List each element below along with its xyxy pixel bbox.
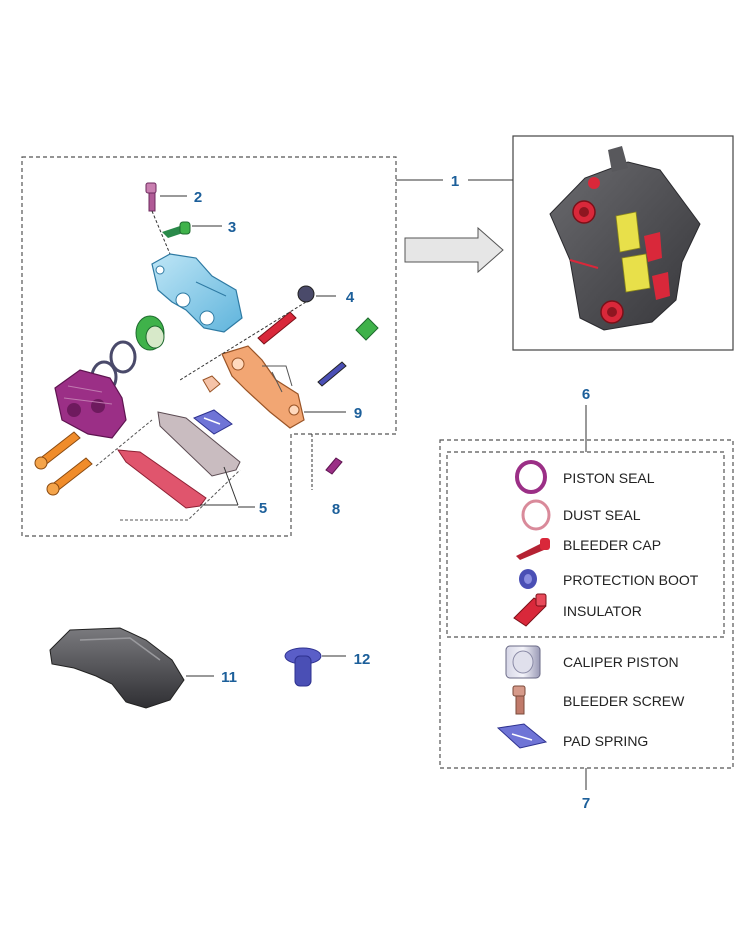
callout-11: 11 xyxy=(186,669,237,686)
bleeder-cap-icon xyxy=(516,538,550,560)
caliper-body-part xyxy=(151,253,243,333)
legend-piston-seal: PISTON SEAL xyxy=(515,460,655,494)
callout-12: 12 xyxy=(322,651,370,668)
callout-number-9: 9 xyxy=(354,405,362,422)
legend-bleeder-cap: BLEEDER CAP xyxy=(516,537,661,560)
callout-2: 2 xyxy=(160,189,202,206)
legend-label-protection-boot: PROTECTION BOOT xyxy=(563,572,699,588)
legend-insulator: INSULATOR xyxy=(513,593,642,627)
callout-number-12: 12 xyxy=(354,651,371,668)
caliper-pin-part xyxy=(311,434,343,490)
kit-legend-outer xyxy=(439,439,734,769)
legend-dust-seal: DUST SEAL xyxy=(521,499,641,531)
callout-1: 1 xyxy=(396,173,513,190)
callout-4: 4 xyxy=(316,289,355,306)
callout-6: 6 xyxy=(582,386,590,452)
guard-part xyxy=(49,627,185,709)
callout-number-11: 11 xyxy=(221,669,237,686)
dust-seal-icon xyxy=(521,499,551,531)
callout-number-7: 7 xyxy=(582,795,590,812)
legend-label-insulator: INSULATOR xyxy=(563,603,642,619)
legend-pad-spring: PAD SPRING xyxy=(496,723,648,749)
caliper-piston-icon xyxy=(505,645,541,679)
pad-spring-part xyxy=(193,409,233,435)
kit-outline xyxy=(21,156,397,537)
legend-label-bleeder-cap: BLEEDER CAP xyxy=(563,537,661,553)
legend-label-caliper-piston: CALIPER PISTON xyxy=(563,654,679,670)
legend-label-pad-spring: PAD SPRING xyxy=(563,733,648,749)
callout-7: 7 xyxy=(582,768,590,812)
callout-number-3: 3 xyxy=(228,219,236,236)
brake-pads-part xyxy=(95,411,241,521)
assembly-arrow xyxy=(404,226,504,274)
callout-number-4: 4 xyxy=(346,289,355,306)
legend-label-piston-seal: PISTON SEAL xyxy=(563,470,655,486)
bleeder-screw-icon xyxy=(512,685,526,715)
piston-seal-icon xyxy=(515,460,547,494)
callout-number-6: 6 xyxy=(582,386,590,403)
legend-label-bleeder-screw: BLEEDER SCREW xyxy=(563,693,685,709)
bleeder-cap-part xyxy=(162,221,191,238)
protection-boot-icon xyxy=(519,569,537,589)
assembled-caliper-image xyxy=(549,146,701,331)
bleeder-screw-part xyxy=(145,182,171,255)
callout-number-8: 8 xyxy=(332,501,340,518)
callout-9: 9 xyxy=(304,405,362,422)
callout-number-1: 1 xyxy=(451,173,459,190)
callout-3: 3 xyxy=(192,219,236,236)
caliper-bracket-part xyxy=(202,345,305,429)
pad-spring-icon xyxy=(496,723,548,749)
legend-label-dust-seal: DUST SEAL xyxy=(563,507,641,523)
callout-number-5: 5 xyxy=(259,500,267,517)
legend-bleeder-screw: BLEEDER SCREW xyxy=(512,685,685,715)
caliper-outer-part xyxy=(54,369,127,439)
legend-protection-boot: PROTECTION BOOT xyxy=(519,569,699,589)
callout-number-2: 2 xyxy=(194,189,202,206)
mounting-bolts-part xyxy=(34,431,93,496)
callout-5: 5 xyxy=(238,500,267,517)
plug-part xyxy=(284,647,322,687)
piston-part xyxy=(135,315,165,351)
slide-pin-part xyxy=(179,285,379,387)
callout-8: 8 xyxy=(332,501,340,518)
insulator-icon xyxy=(513,593,547,627)
legend-caliper-piston: CALIPER PISTON xyxy=(505,645,679,679)
